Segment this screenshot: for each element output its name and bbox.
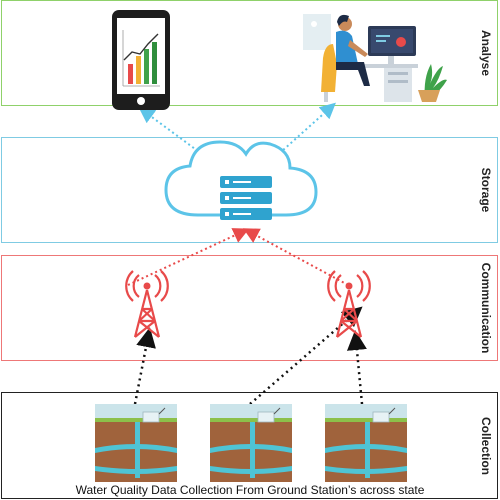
cloud-server-icon — [164, 140, 318, 220]
connectors — [127, 102, 367, 405]
arrow-station1-to-tower1 — [133, 327, 156, 405]
arrow-cloud-to-phone — [138, 107, 211, 161]
radio-tower-icon — [125, 270, 169, 338]
radio-tower-icon — [327, 270, 371, 338]
arrow-station3-to-tower2 — [346, 330, 367, 405]
analyst-desk-icon — [303, 14, 447, 102]
arrow-tower1-to-cloud — [127, 228, 250, 286]
ground-station-icon — [95, 404, 177, 482]
analyse-layer: Analyse — [1, 0, 498, 106]
smartphone-chart-icon — [112, 10, 170, 110]
ground-station-icon — [325, 404, 407, 482]
communication-layer: Communication — [1, 255, 498, 361]
arrow-tower2-to-cloud — [242, 228, 349, 286]
collection-layer: Collection — [1, 392, 498, 499]
diagram-caption: Water Quality Data Collection From Groun… — [75, 483, 425, 497]
arrow-station2-to-tower2 — [249, 306, 363, 405]
ground-station-icon — [210, 404, 292, 482]
